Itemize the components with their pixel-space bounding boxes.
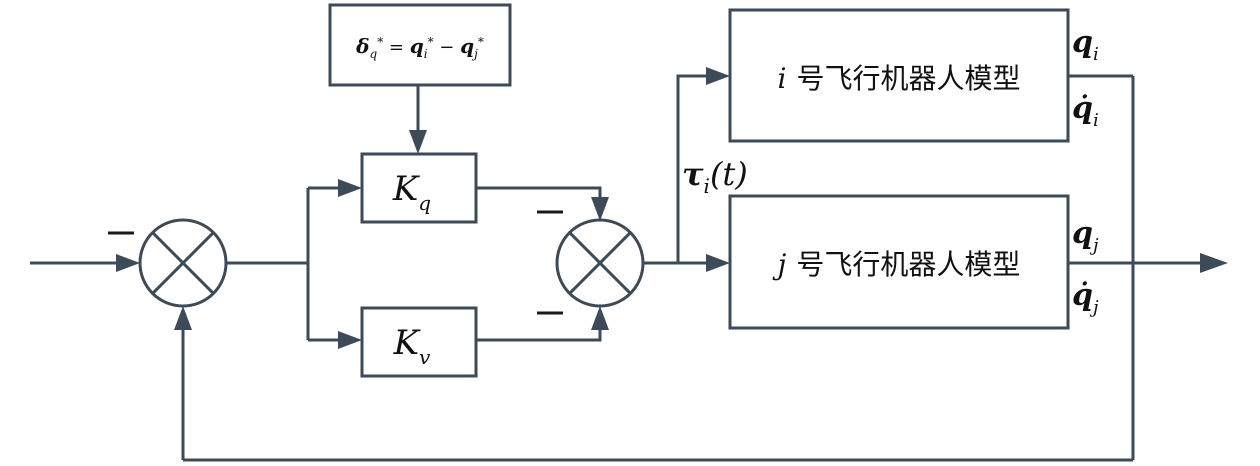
torque-label: τi(t) <box>682 155 748 198</box>
position-gain-label: Kq <box>392 169 431 215</box>
error-definition-block: δq* = qi* − qj* <box>328 3 512 87</box>
arrowheads <box>116 67 1228 349</box>
output-q-i-label: qi <box>1072 25 1099 65</box>
arrowhead-model-j-input <box>706 254 730 272</box>
arrowhead-sum2-bottom <box>591 306 609 330</box>
position-gain-block: Kq <box>360 152 478 224</box>
output-q-j-label: qj <box>1072 216 1099 256</box>
summing-junction-2 <box>555 218 645 308</box>
arrowhead-model-i-input <box>706 67 730 85</box>
output-qdot-j-label: q̇j <box>1072 278 1099 318</box>
velocity-gain-label: Kv <box>393 323 431 369</box>
kq-to-sum2-wire <box>476 186 602 203</box>
arrowhead-sum2-top <box>591 197 609 221</box>
arrowhead-system-output <box>1200 253 1228 273</box>
torque-to-model-i-wire <box>676 74 712 263</box>
summing-junction-1 <box>138 218 228 308</box>
arrowhead-sum1-feedback <box>174 306 192 330</box>
arrowhead-kv-input <box>338 331 362 349</box>
arrowhead-sum1-input <box>116 254 140 272</box>
error-equation: δq* = qi* − qj* <box>355 34 484 61</box>
signal-wires <box>30 74 1204 462</box>
arrowhead-kq-input <box>338 179 362 197</box>
output-qdot-i-label: q̇i <box>1072 91 1099 131</box>
velocity-gain-block: Kv <box>360 306 478 378</box>
kv-to-sum2-wire <box>476 322 602 342</box>
arrowhead-kq-top <box>409 130 427 154</box>
